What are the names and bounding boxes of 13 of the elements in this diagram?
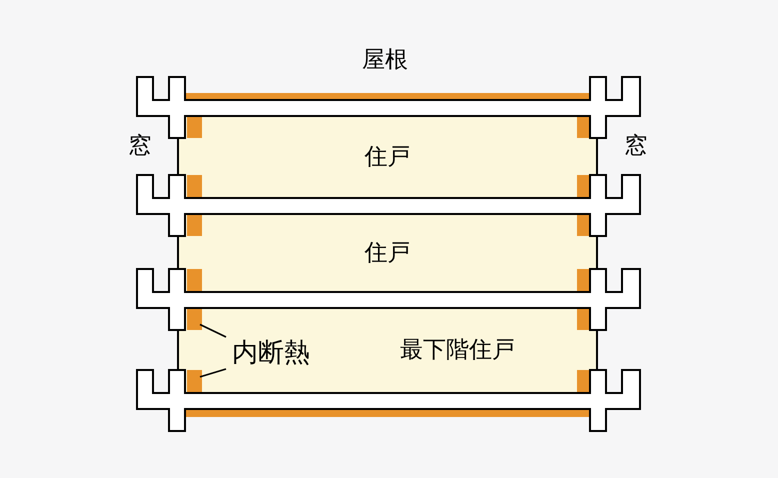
unit-label: 住戸: [364, 238, 410, 268]
window-label: 窓: [624, 132, 648, 161]
unit-label: 最下階住戸: [400, 336, 515, 366]
insulation-pad: [187, 214, 202, 236]
window-label: 窓: [128, 132, 152, 161]
roof-label: 屋根: [361, 46, 409, 75]
insulation-pad: [187, 269, 202, 292]
insulation-pad: [187, 116, 202, 138]
insulation-pad: [187, 308, 202, 330]
annotation-text: 内断熱: [228, 337, 314, 369]
insulation-pad: [187, 370, 202, 393]
unit-label: 住戸: [364, 142, 410, 172]
insulation-pad: [187, 175, 202, 198]
